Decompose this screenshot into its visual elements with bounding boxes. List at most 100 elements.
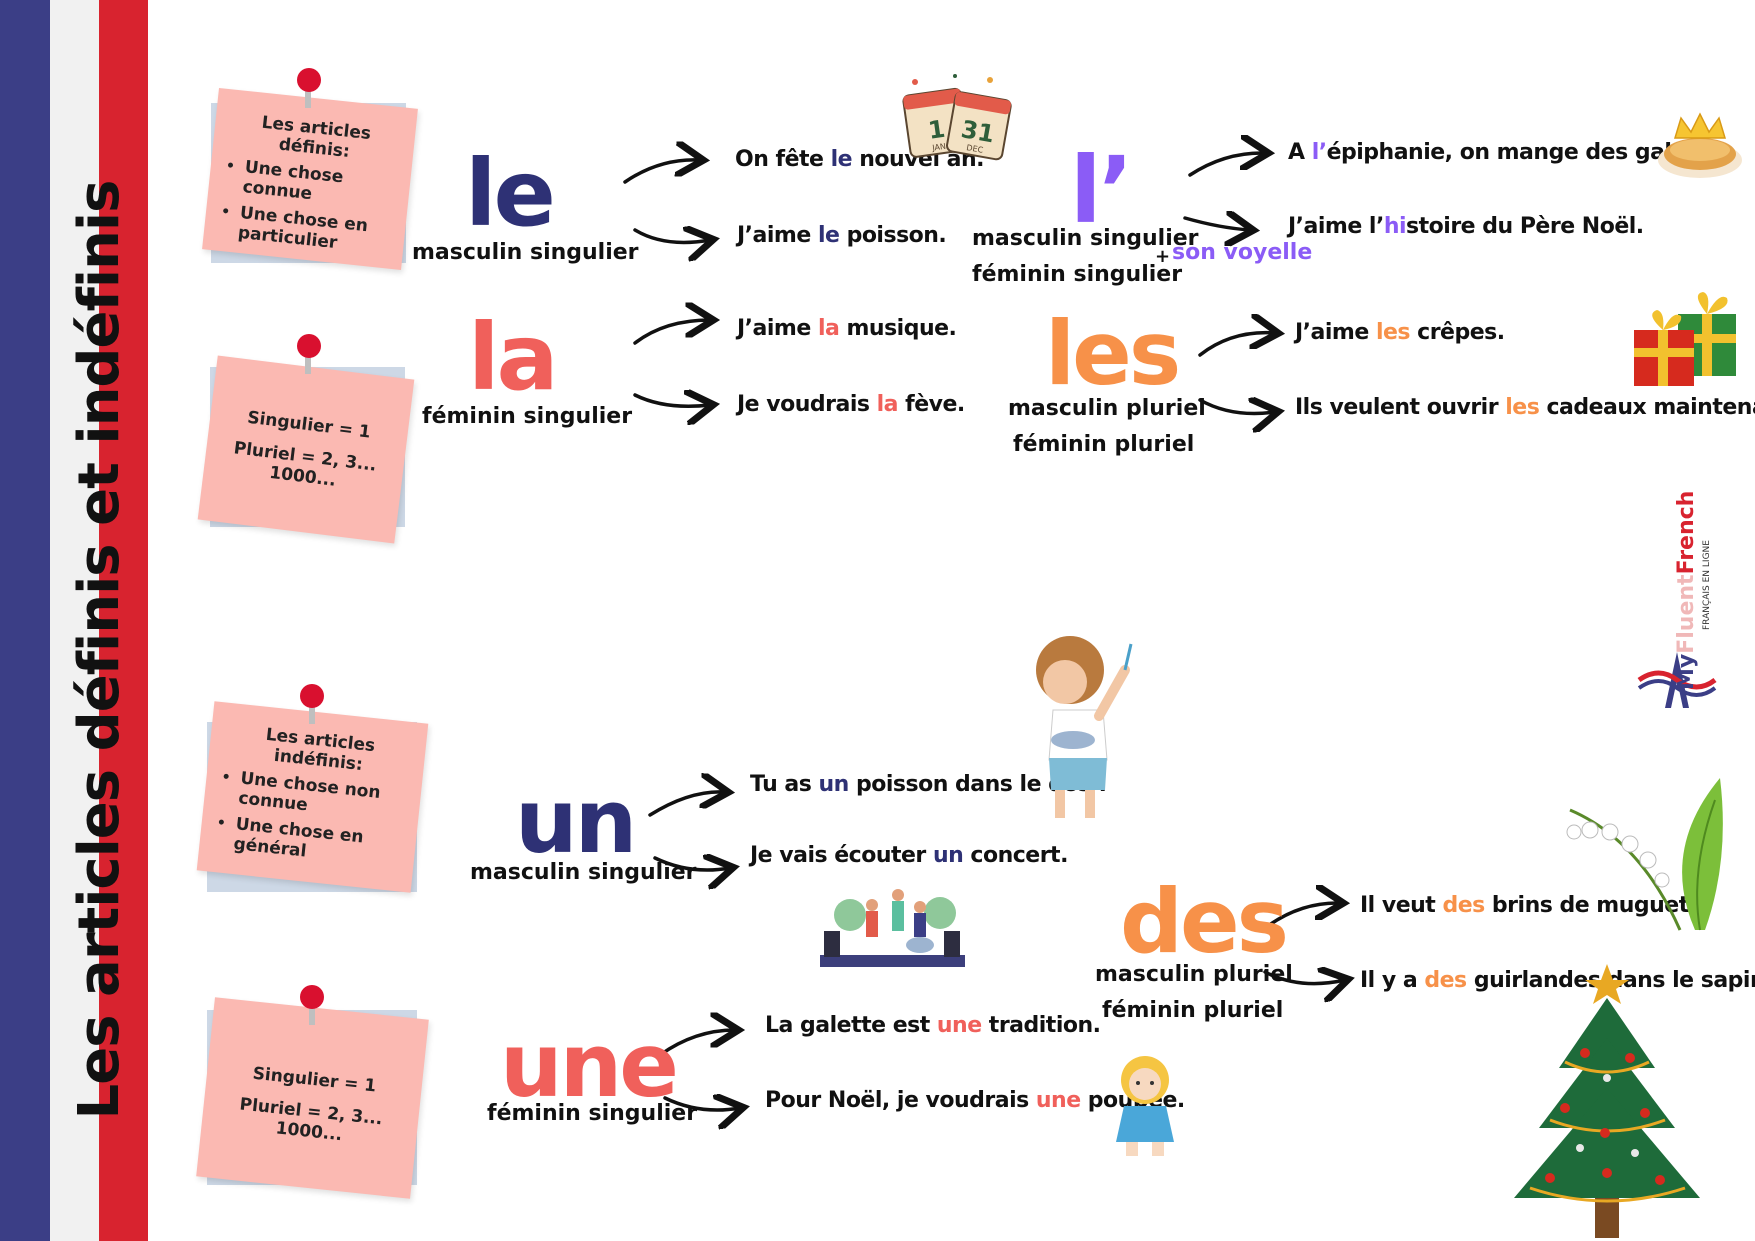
galette-icon [1658, 112, 1742, 178]
example-text: J’aime l’ [1288, 214, 1384, 239]
article-le: le [465, 140, 556, 247]
article-un: un [515, 770, 637, 873]
example-la-2: Je voudrais la fève. [737, 392, 965, 417]
example-text: cadeaux maintenant. [1546, 395, 1755, 420]
note-definis-item: Une chose en particulier [237, 203, 398, 259]
example-le-2: J’aime le poisson. [737, 223, 947, 248]
article-une: une [500, 1014, 679, 1117]
article-l-desc-fem: féminin singulier [972, 262, 1183, 287]
note-count-pluriel: Pluriel = 2, 3... 1000... [232, 438, 378, 491]
note-count-top: Singulier = 1 Pluriel = 2, 3... 1000... [197, 355, 415, 544]
example-text: La galette est [765, 1013, 937, 1038]
example-une-1: La galette est une tradition. [765, 1013, 1101, 1038]
calendar-day-1: 1 [926, 115, 946, 145]
example-text: A [1288, 140, 1312, 165]
example-les-2: Ils veulent ouvrir les cadeaux maintenan… [1295, 395, 1755, 420]
pin-stem [305, 86, 311, 108]
article-le-desc: masculin singulier [412, 240, 639, 265]
example-la-1: J’aime la musique. [737, 316, 957, 341]
example-text: tradition. [981, 1013, 1101, 1038]
arrow-la-1 [633, 320, 710, 345]
brand-name-french: French [1674, 490, 1699, 575]
brand-tagline: FRANÇAIS EN LIGNE [1702, 540, 1712, 630]
calendar-day-2: 31 [959, 115, 997, 148]
concert-illustration [820, 889, 965, 967]
eiffel-flag-icon [1637, 652, 1717, 708]
note-definis: Les articles définis: Une chose connue U… [202, 87, 418, 271]
article-la: la [468, 304, 559, 411]
example-des-1: Il veut des brins de muguet. [1360, 893, 1697, 918]
example-article: la [817, 316, 840, 341]
christmas-tree-illustration [1514, 964, 1700, 1238]
example-text: Il veut [1360, 893, 1443, 918]
example-article: une [1035, 1088, 1081, 1113]
article-l-desc-masc: masculin singulier [972, 226, 1199, 251]
article-des-desc-fem: féminin pluriel [1102, 998, 1284, 1023]
example-article: un [932, 843, 964, 868]
pin-icon [300, 684, 324, 708]
example-text: Je vais écouter [750, 843, 933, 868]
child-fish-illustration [1036, 636, 1133, 818]
example-text: J’aime [737, 316, 818, 341]
son-voyelle-label: son voyelle [1172, 240, 1313, 265]
example-article: les [1505, 395, 1540, 420]
arrow-un-2 [653, 858, 730, 870]
flag-stripe-red [99, 0, 148, 1241]
example-text: Il y a [1360, 968, 1425, 993]
example-article: des [1442, 893, 1486, 918]
arrow-des-2 [1263, 972, 1345, 984]
arrow-des-1 [1263, 903, 1340, 930]
flag-stripe-white [50, 0, 99, 1241]
brand-name-my: My [1674, 653, 1699, 690]
article-l: l’ [1070, 137, 1134, 244]
example-text: Ils veulent ouvrir [1295, 395, 1506, 420]
brand-logo: MyFluentFrench FRANÇAIS EN LIGNE [1637, 470, 1750, 720]
arrow-le-1 [623, 160, 700, 184]
example-article: les [1375, 320, 1411, 345]
brand-name-fluent: Fluent [1674, 574, 1699, 654]
pin-icon [297, 68, 321, 92]
flag-stripe-blue [0, 0, 50, 1241]
calendar-month-1: JAN [931, 142, 947, 153]
article-des-desc-masc: masculin pluriel [1095, 962, 1293, 987]
example-text: Je voudrais [737, 392, 877, 417]
example-article: le [817, 223, 840, 248]
example-text: stoire du Père Noël. [1406, 214, 1644, 239]
article-les-desc-fem: féminin pluriel [1013, 432, 1195, 457]
article-une-desc: féminin singulier [487, 1101, 698, 1126]
article-la-desc: féminin singulier [422, 404, 633, 429]
calendar-month-2: DEC [966, 143, 985, 155]
example-un-2: Je vais écouter un concert. [750, 843, 1068, 868]
article-les: les [1045, 302, 1181, 405]
arrow-les-1 [1198, 333, 1275, 357]
article-les-desc-masc: masculin pluriel [1008, 396, 1206, 421]
note-count-bottom: Singulier = 1 Pluriel = 2, 3... 1000... [196, 997, 429, 1199]
example-les-1: J’aime les crêpes. [1295, 320, 1505, 345]
example-text: On fête [735, 147, 831, 172]
example-text: Pour Noël, je voudrais [765, 1088, 1036, 1113]
example-article: la [876, 392, 899, 417]
example-article: hi [1383, 214, 1407, 239]
example-article: des [1424, 968, 1467, 993]
pin-icon [297, 334, 321, 358]
article-un-desc: masculin singulier [470, 860, 697, 885]
example-article: une [936, 1013, 982, 1038]
pin-stem [305, 352, 311, 374]
pin-icon [300, 985, 324, 1009]
example-text: J’aime [1295, 320, 1376, 345]
note-indefinis: Les articles indéfinis: Une chose non co… [196, 701, 429, 893]
article-des: des [1120, 870, 1289, 973]
note-count-pluriel: Pluriel = 2, 3... 1000... [238, 1094, 384, 1146]
example-article: le [830, 147, 853, 172]
pin-stem [309, 702, 315, 724]
arrow-le-2 [633, 230, 710, 242]
arrow-la-2 [633, 395, 710, 406]
example-text: Tu as [750, 772, 819, 797]
arrow-une-1 [658, 1030, 735, 1057]
doll-illustration [1116, 1056, 1174, 1156]
gifts-icon [1634, 292, 1736, 386]
calendar-icon: 1 JAN 31 DEC [902, 74, 1012, 161]
arrow-l-1 [1188, 153, 1265, 177]
pin-stem [309, 1003, 315, 1025]
